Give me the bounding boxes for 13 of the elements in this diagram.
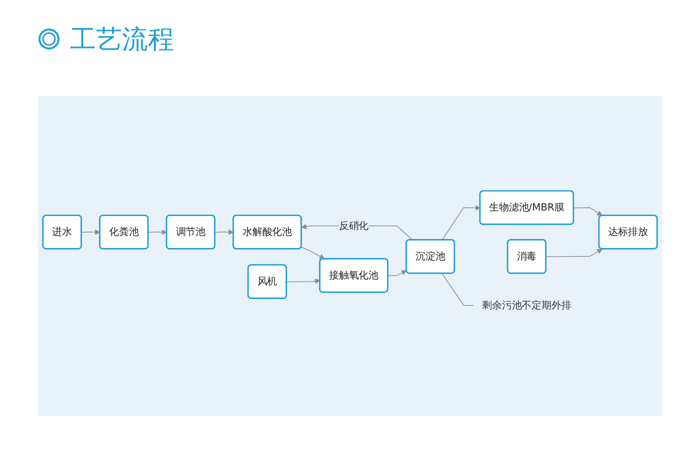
arrow — [442, 204, 480, 240]
title: 工艺流程 — [70, 24, 174, 56]
arrow — [81, 229, 100, 234]
arrow — [388, 270, 407, 276]
connector — [442, 272, 474, 306]
diagram-panel: 反硝化 进水 化粪池 调节池 水解酸化池 风机 接触氧化池 沉淀池 生物滤池/MBR膜 消毒 达标排放 剩余污池不定期外排 — [38, 96, 662, 416]
arrow — [300, 246, 325, 259]
node-text: 剩余污池不定期外排 — [482, 298, 572, 310]
arrow — [214, 229, 234, 234]
arrow — [286, 278, 320, 284]
arrow — [148, 229, 168, 234]
arrow — [573, 206, 602, 216]
arrow — [546, 248, 602, 257]
